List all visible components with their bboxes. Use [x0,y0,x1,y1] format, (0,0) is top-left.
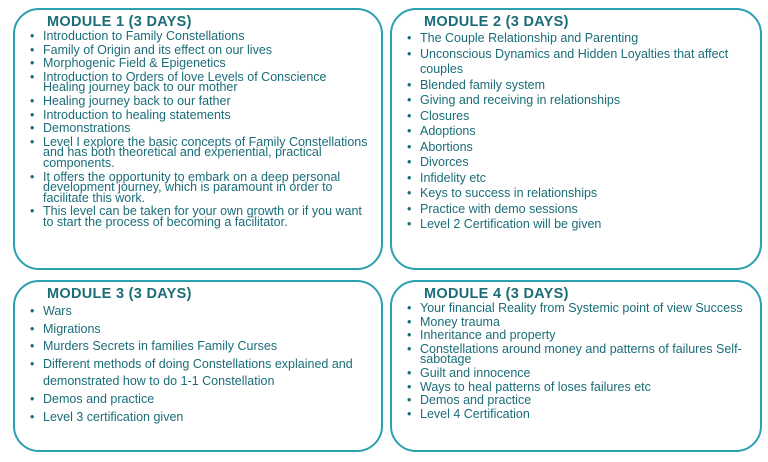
module-4-card: MODULE 4 (3 DAYS) Your financial Reality… [390,280,762,452]
module-3-card: MODULE 3 (3 DAYS) Wars Migrations Murder… [13,280,383,452]
module-3-list: Wars Migrations Murders Secrets in famil… [27,303,371,426]
list-item: Family of Origin and its effect on our l… [30,44,371,56]
list-item: Ways to heal patterns of loses failures … [407,381,750,393]
list-item: Constellations around money and patterns… [407,342,750,365]
list-item: Guilt and innocence [407,367,750,379]
list-item: Wars [30,303,371,321]
list-item: Introduction to healing statements [30,109,371,121]
module-1-list: Introduction to Family Constellations Fa… [27,30,371,228]
list-item: Money trauma [407,316,750,328]
module-1-title: MODULE 1 (3 DAYS) [47,14,192,30]
module-2-card: MODULE 2 (3 DAYS) The Couple Relationshi… [390,8,762,270]
list-item: Your financial Reality from Systemic poi… [407,302,750,314]
list-item: Morphogenic Field & Epigenetics [30,57,371,69]
list-item: Different methods of doing Constellation… [30,356,371,391]
list-item: Adoptions [407,124,750,140]
list-item: This level can be taken for your own gro… [30,205,371,228]
module-1-card: MODULE 1 (3 DAYS) Introduction to Family… [13,8,383,270]
list-item: Unconscious Dynamics and Hidden Loyaltie… [407,47,750,78]
list-item: Demos and practice [30,391,371,409]
list-item: Healing journey back to our father [30,95,371,107]
list-item: Inheritance and property [407,329,750,341]
list-item: Murders Secrets in families Family Curse… [30,338,371,356]
module-2-list: The Couple Relationship and Parenting Un… [404,31,750,233]
list-item: Practice with demo sessions [407,202,750,218]
list-item: Introduction to Orders of love Levels of… [30,70,371,93]
list-item: Infidelity etc [407,171,750,187]
list-item: Demos and practice [407,394,750,406]
list-item: Level 4 Certification [407,408,750,420]
list-item: Level I explore the basic concepts of Fa… [30,136,371,170]
module-3-title: MODULE 3 (3 DAYS) [47,286,192,302]
list-item: Closures [407,109,750,125]
list-item: Giving and receiving in relationships [407,93,750,109]
list-item: It offers the opportunity to embark on a… [30,170,371,204]
list-item: Demonstrations [30,122,371,134]
list-item: Keys to success in relationships [407,186,750,202]
list-item: Level 2 Certification will be given [407,217,750,233]
module-4-title: MODULE 4 (3 DAYS) [424,286,569,302]
module-2-title: MODULE 2 (3 DAYS) [424,14,569,30]
list-item: Migrations [30,321,371,339]
list-item: Divorces [407,155,750,171]
list-item: Introduction to Family Constellations [30,30,371,42]
list-item: Blended family system [407,78,750,94]
module-4-list: Your financial Reality from Systemic poi… [404,302,750,420]
list-item: The Couple Relationship and Parenting [407,31,750,47]
list-item: Abortions [407,140,750,156]
list-item: Level 3 certification given [30,409,371,427]
